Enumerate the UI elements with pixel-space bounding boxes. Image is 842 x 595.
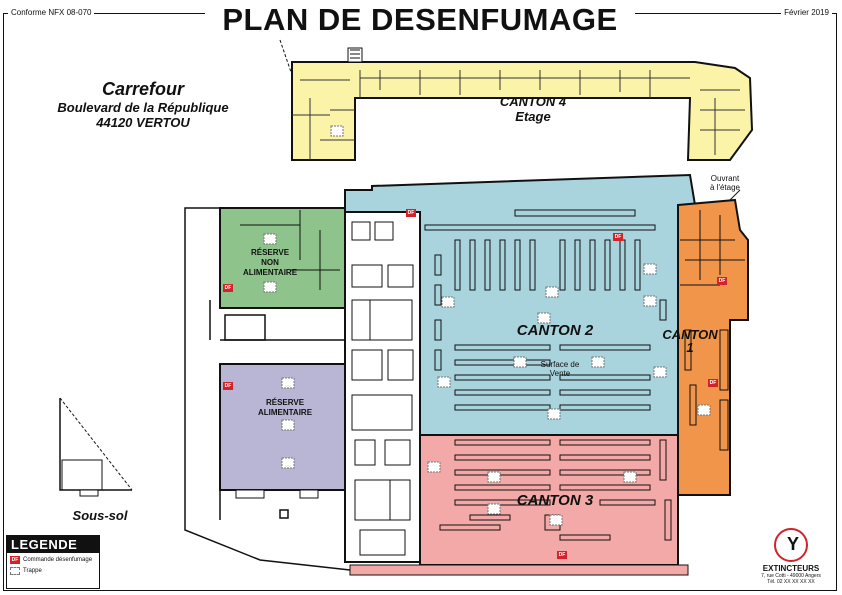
trappe-icon bbox=[549, 514, 563, 526]
norm-label: Conforme NFX 08-070 bbox=[8, 8, 95, 17]
sous-sol-label: Sous-sol bbox=[72, 508, 128, 523]
trappe-icon bbox=[487, 471, 501, 483]
page-title: PLAN DE DESENFUMAGE bbox=[205, 2, 635, 38]
trappe-icon bbox=[653, 366, 667, 378]
trappe-icon bbox=[330, 125, 344, 137]
df-badge: DF bbox=[223, 382, 233, 390]
df-badge: DF bbox=[708, 379, 718, 387]
legend-trappe-label: Trappe bbox=[23, 568, 42, 574]
trappe-icon bbox=[441, 296, 455, 308]
address-block: Carrefour Boulevard de la République 441… bbox=[18, 78, 268, 130]
df-badge: DF bbox=[613, 233, 623, 241]
legend-row-trappe: Trappe bbox=[10, 567, 96, 575]
company-logo: Y EXTINCTEURS 7, rue Cotti - 49000 Anger… bbox=[748, 528, 834, 585]
trappe-icon bbox=[263, 233, 277, 245]
trappe-icon bbox=[263, 281, 277, 293]
df-badge: DF bbox=[406, 209, 416, 217]
df-badge: DF bbox=[223, 284, 233, 292]
trappe-icon bbox=[513, 356, 527, 368]
trappe-icon bbox=[10, 567, 20, 575]
store-name: Carrefour bbox=[101, 79, 185, 99]
df-badge: DF bbox=[717, 277, 727, 285]
canton4-zone bbox=[291, 61, 754, 161]
extincteur-icon: Y bbox=[774, 528, 808, 562]
trappe-icon bbox=[697, 404, 711, 416]
trappe-icon bbox=[623, 471, 637, 483]
df-icon: DF bbox=[10, 556, 20, 564]
store-city: 44120 VERTOU bbox=[96, 115, 190, 130]
trappe-icon bbox=[545, 286, 559, 298]
canton2-label: CANTON 2 bbox=[516, 322, 594, 339]
legend-row-df: DF Commande désenfumage bbox=[10, 556, 96, 564]
date-label: Février 2019 bbox=[781, 8, 832, 17]
trappe-icon bbox=[547, 408, 561, 420]
legend: LEGENDE DF Commande désenfumage Trappe bbox=[6, 535, 100, 589]
trappe-icon bbox=[643, 263, 657, 275]
trappe-icon bbox=[281, 457, 295, 469]
trappe-icon bbox=[537, 312, 551, 324]
canton3-label: CANTON 3 bbox=[516, 492, 594, 509]
store-street: Boulevard de la République bbox=[57, 100, 229, 115]
trappe-icon bbox=[427, 461, 441, 473]
legend-title: LEGENDE bbox=[7, 536, 99, 553]
trappe-icon bbox=[281, 377, 295, 389]
df-badge: DF bbox=[557, 551, 567, 559]
legend-df-label: Commande désenfumage bbox=[23, 557, 93, 563]
trappe-icon bbox=[643, 295, 657, 307]
trappe-icon bbox=[437, 376, 451, 388]
trappe-icon bbox=[487, 503, 501, 515]
trappe-icon bbox=[591, 356, 605, 368]
trappe-icon bbox=[281, 419, 295, 431]
